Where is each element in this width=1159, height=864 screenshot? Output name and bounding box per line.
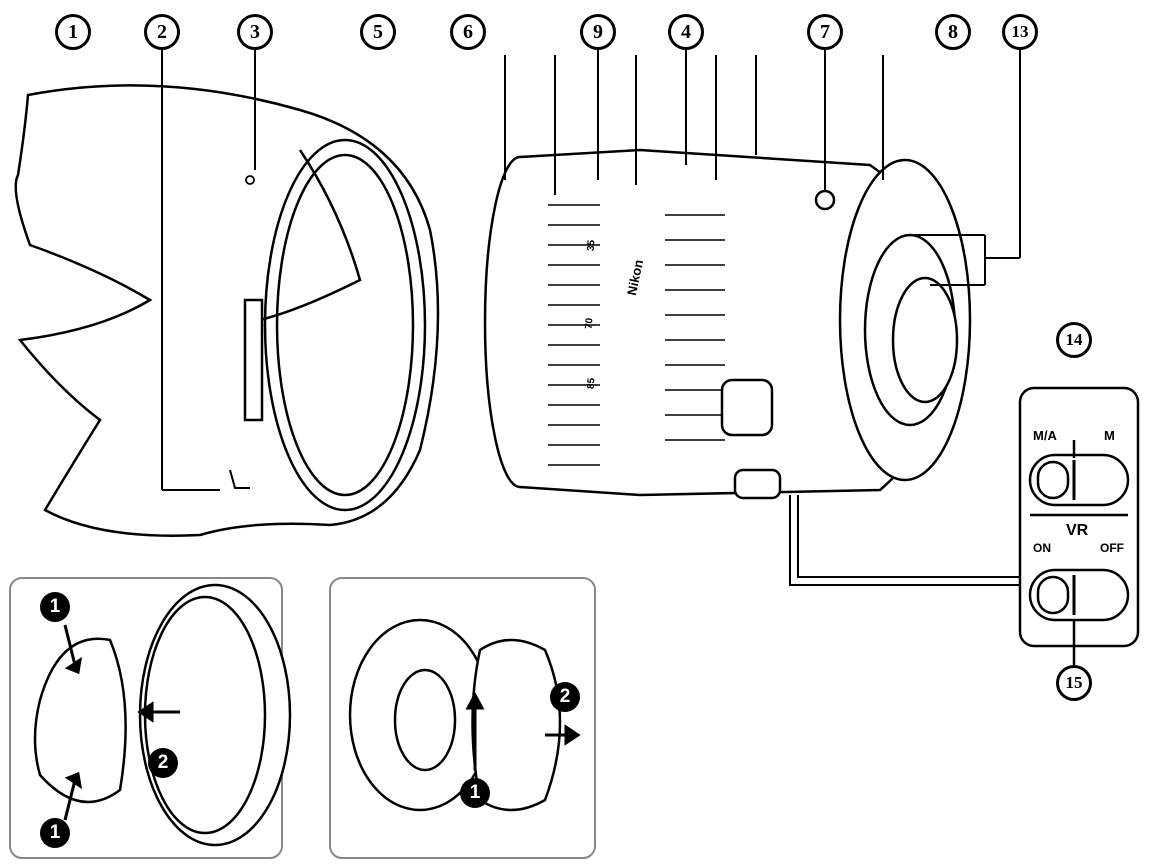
switch-panel-art — [1018, 386, 1140, 665]
focus-mode-ma-label: M/A — [1033, 428, 1057, 443]
vr-on-label: ON — [1033, 541, 1051, 555]
callout-14: 14 — [1056, 322, 1092, 358]
callout-5: 5 — [360, 14, 396, 50]
inset-rear-cap-arrows — [465, 691, 581, 770]
callout-15: 15 — [1056, 665, 1092, 701]
vr-off-label: OFF — [1100, 541, 1124, 555]
callout-6: 6 — [450, 14, 486, 50]
leader-lines — [161, 40, 1021, 588]
inset-front-cap-arrows — [63, 624, 180, 821]
inset-rear-cap — [329, 577, 596, 859]
focus-mode-m-label: M — [1104, 428, 1115, 443]
focal-mark-35: 35 — [585, 239, 598, 252]
callout-4: 4 — [668, 14, 704, 50]
lens-body — [483, 148, 972, 500]
callout-8: 8 — [935, 14, 971, 50]
lens-hood — [14, 84, 440, 537]
callout-hood-alignment-mark: 3 — [237, 14, 273, 50]
vr-title-label: VR — [1066, 522, 1089, 539]
step-1-marker-bottom: 1 — [40, 818, 70, 848]
callout-hood: 1 — [55, 14, 91, 50]
step-2-marker-front-cap: 2 — [148, 748, 178, 778]
callout-9: 9 — [580, 14, 616, 50]
inset-front-cap — [9, 577, 292, 859]
step-2-marker-rear-cap: 2 — [550, 682, 580, 712]
callout-hood-mount-index: 2 — [144, 14, 180, 50]
focal-mark-85: 85 — [585, 377, 598, 390]
callout-7: 7 — [807, 14, 843, 50]
callout-13: 13 — [1002, 14, 1038, 50]
step-1-marker-rear-cap: 1 — [460, 778, 490, 808]
focal-mark-70: 70 — [583, 317, 596, 330]
step-1-marker-top: 1 — [40, 592, 70, 622]
